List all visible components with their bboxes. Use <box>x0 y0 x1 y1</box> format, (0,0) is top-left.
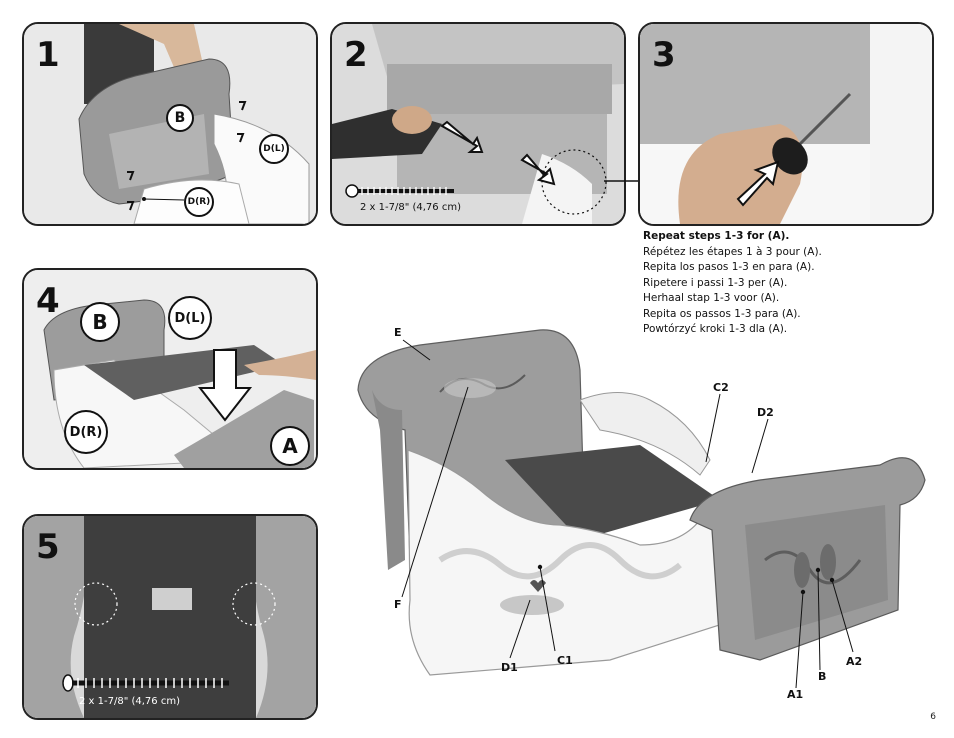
part-label-d-right: D(R) <box>64 410 108 454</box>
step-5-panel: 5 2 x 1-7/8" (4,76 cm) <box>22 514 318 720</box>
callout-d2: D2 <box>757 406 774 419</box>
repeat-instructions: Repeat steps 1-3 for (A). Répétez les ét… <box>643 229 822 338</box>
callout-b: B <box>818 670 827 683</box>
part-label-b: B <box>80 302 120 342</box>
instruction-line-nl: Herhaal stap 1-3 voor (A). <box>643 292 780 304</box>
step-4-illustration <box>24 270 316 468</box>
step-1-panel: 1 B D(L) D(R) <box>22 22 318 226</box>
callout-a2: A2 <box>846 655 863 668</box>
page-number: 6 <box>930 712 936 722</box>
step-number: 2 <box>344 35 368 75</box>
step-4-panel: 4 B D(L) D(R) A <box>22 268 318 470</box>
instruction-line-it: Ripetere i passi 1-3 per (A). <box>643 276 788 289</box>
step-5-illustration <box>24 516 316 718</box>
callout-a1: A1 <box>787 688 804 701</box>
callout-e: E <box>394 326 402 339</box>
instruction-line-pl: Powtórzyć kroki 1-3 dla (A). <box>643 323 788 335</box>
callout-d1: D1 <box>501 661 518 674</box>
screw-spec: 2 x 1-7/8" (4,76 cm) <box>79 696 180 707</box>
part-label-b: B <box>166 104 194 132</box>
step-number: 5 <box>36 527 60 567</box>
part-label-d-right: D(R) <box>184 187 214 217</box>
instructions-heading: Repeat steps 1-3 for (A). <box>643 230 790 242</box>
part-label-d-left: D(L) <box>259 134 289 164</box>
step-number: 4 <box>36 281 60 321</box>
step-number: 1 <box>36 35 60 75</box>
screw-spec: 2 x 1-7/8" (4,76 cm) <box>360 202 461 213</box>
step-number: 3 <box>652 35 676 75</box>
callout-c1: C1 <box>557 654 573 667</box>
callout-f: F <box>394 598 402 611</box>
instruction-line-pt: Repita os passos 1-3 para (A). <box>643 307 801 320</box>
step-3-panel: 3 <box>638 22 934 226</box>
part-label-d-left: D(L) <box>168 296 212 340</box>
callout-c2: C2 <box>713 381 729 394</box>
instruction-line-es: Repita los pasos 1-3 en para (A). <box>643 261 815 273</box>
step-3-illustration <box>640 24 932 224</box>
part-label-a: A <box>270 426 310 466</box>
step-2-illustration <box>332 24 624 224</box>
step-2-panel: 2 2 x 1-7/8" (4,76 cm) <box>330 22 626 226</box>
instruction-line-fr: Répétez les étapes 1 à 3 pour (A). <box>643 245 822 258</box>
